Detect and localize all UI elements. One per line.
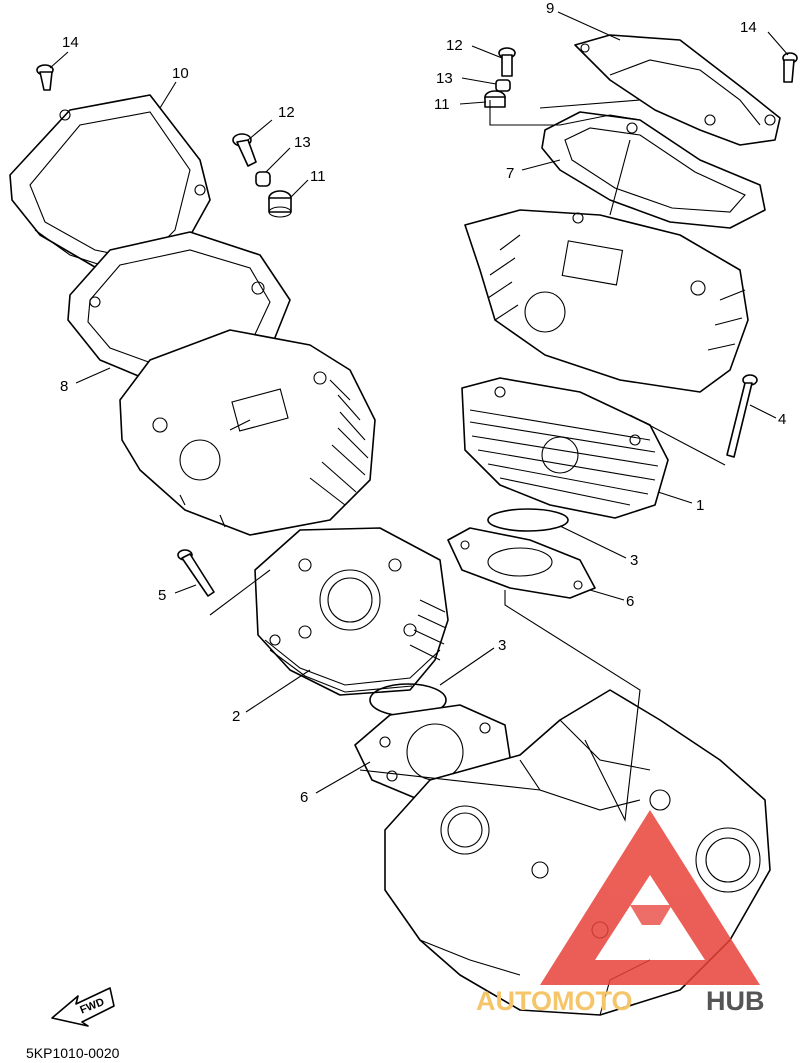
collar-13-rear [495, 79, 511, 92]
callout-7: 7 [506, 165, 514, 182]
grommet-11-front [268, 190, 292, 218]
bolt-12-front [232, 133, 257, 167]
fwd-arrow-icon: FWD [51, 987, 115, 1027]
callout-11-front: 11 [310, 168, 326, 185]
cylinder-rear [461, 377, 669, 519]
callout-3-upper: 3 [630, 552, 638, 569]
callout-2: 2 [232, 708, 240, 725]
callout-9: 9 [546, 0, 554, 17]
callout-12-front: 12 [278, 104, 295, 121]
callout-14-rear: 14 [740, 19, 757, 36]
collar-13-front [255, 171, 271, 187]
callout-6-lower: 6 [300, 789, 308, 806]
o-ring-3-upper [487, 508, 569, 532]
callout-10: 10 [172, 65, 189, 82]
cylinder-head-front [119, 329, 376, 536]
diagram-code: 5KP1010-0020 [26, 1045, 120, 1061]
bolt-14-front [36, 64, 54, 91]
callout-14-front: 14 [62, 34, 79, 51]
watermark-text-automoto: AUTOMOTO [476, 986, 633, 1016]
crankcase [384, 689, 771, 1016]
watermark-text-hub: HUB [706, 986, 765, 1016]
callout-6-upper: 6 [626, 593, 634, 610]
watermark-triangle-icon [540, 810, 760, 985]
grommet-11-rear [484, 90, 506, 108]
assembly-lines [209, 99, 726, 822]
callout-1: 1 [696, 497, 704, 514]
watermark-logo [540, 810, 760, 985]
bolt-4 [726, 374, 758, 458]
callout-leaders [49, 11, 789, 794]
base-gasket-6-upper [447, 527, 596, 599]
bolt-14-rear [782, 52, 798, 83]
callout-3-lower: 3 [498, 637, 506, 654]
bolt-5 [177, 549, 215, 597]
callout-11-rear: 11 [434, 96, 450, 113]
callout-labels: 14 10 12 13 11 8 5 2 6 3 9 14 12 13 11 7… [60, 0, 786, 806]
callout-13-rear: 13 [436, 70, 453, 87]
cylinder-front [254, 527, 449, 696]
bolt-12-rear [498, 47, 516, 77]
callout-8: 8 [60, 378, 68, 395]
callout-4: 4 [778, 411, 786, 428]
callout-13-front: 13 [294, 134, 311, 151]
callout-5: 5 [158, 587, 166, 604]
cylinder-head-rear [464, 209, 749, 393]
callout-12-rear: 12 [446, 37, 463, 54]
